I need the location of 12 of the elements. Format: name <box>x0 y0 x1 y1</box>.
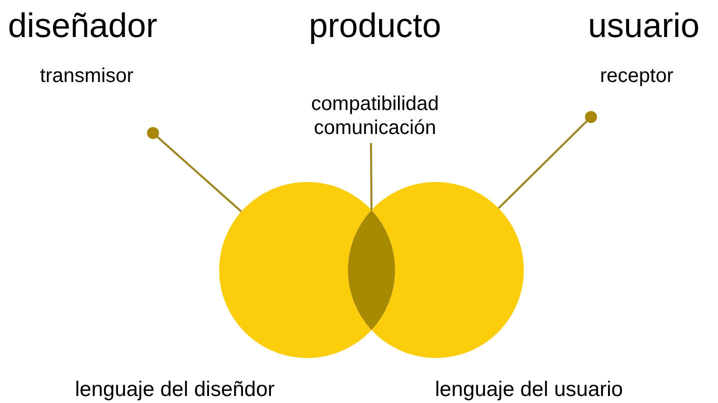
overlap-area <box>347 209 396 331</box>
heading-text: diseñador <box>8 6 158 46</box>
subtitle-text: compatibilidad comunicación <box>310 92 440 140</box>
heading-text: producto <box>308 6 442 46</box>
leader-line <box>498 111 597 209</box>
subtitle-text: transmisor <box>39 64 134 88</box>
subtitle-text: receptor <box>599 64 674 88</box>
heading-text: usuario <box>588 6 700 46</box>
circle-caption: lenguaje del diseñdor <box>75 377 275 403</box>
leader-line <box>147 127 242 212</box>
leader-line <box>370 143 372 210</box>
circle-caption: lenguaje del usuario <box>435 377 623 403</box>
